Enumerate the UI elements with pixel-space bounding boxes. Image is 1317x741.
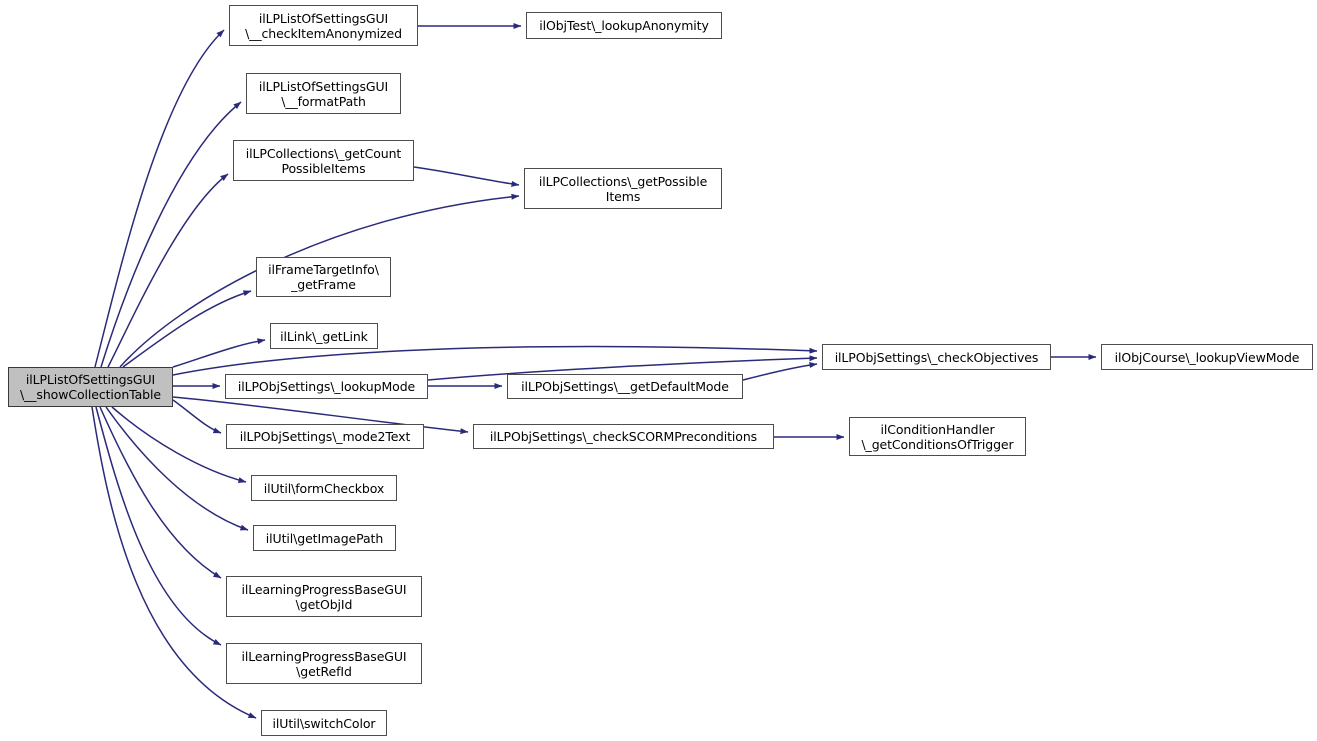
graph-node-label: ilLPObjSettings\_mode2Text <box>239 429 411 444</box>
call-edge <box>122 290 252 368</box>
graph-node-label: ilFrameTargetInfo\ _getFrame <box>268 262 379 292</box>
graph-node-check_item_anonymized[interactable]: ilLPListOfSettingsGUI \__checkItemAnonym… <box>229 5 418 46</box>
call-edge <box>94 29 225 368</box>
graph-node-label: ilLPObjSettings\_checkSCORMPreconditions <box>489 429 758 444</box>
graph-node-label: ilLPListOfSettingsGUI \__formatPath <box>258 78 389 109</box>
graph-node-check_objectives[interactable]: ilLPObjSettings\_checkObjectives <box>822 344 1051 370</box>
graph-node-label: ilLPObjSettings\__getDefaultMode <box>521 379 729 394</box>
graph-node-label: ilLearningProgressBaseGUI \getRefId <box>241 648 407 679</box>
graph-node-get_conditions_of_trigger[interactable]: ilConditionHandler \_getConditionsOfTrig… <box>849 417 1026 456</box>
graph-node-get_image_path[interactable]: ilUtil\getImagePath <box>253 525 396 551</box>
graph-node-get_default_mode[interactable]: ilLPObjSettings\__getDefaultMode <box>507 374 743 399</box>
graph-node-mode2text[interactable]: ilLPObjSettings\_mode2Text <box>226 424 424 449</box>
graph-node-lookup_view_mode[interactable]: ilObjCourse\_lookupViewMode <box>1101 344 1313 370</box>
graph-node-label: ilUtil\formCheckbox <box>263 480 385 496</box>
graph-node-label: ilLPCollections\_getCount PossibleItems <box>245 145 402 176</box>
graph-node-check_scorm_preconditions[interactable]: ilLPObjSettings\_checkSCORMPreconditions <box>473 424 774 449</box>
graph-node-label: ilObjTest\_lookupAnonymity <box>539 18 709 33</box>
graph-node-get_count_possible_items[interactable]: ilLPCollections\_getCount PossibleItems <box>233 140 414 181</box>
graph-node-lookup_mode[interactable]: ilLPObjSettings\_lookupMode <box>225 374 428 399</box>
graph-node-switch_color[interactable]: ilUtil\switchColor <box>261 710 387 736</box>
graph-node-label: ilObjCourse\_lookupViewMode <box>1114 349 1300 365</box>
graph-node-label: ilLearningProgressBaseGUI \getObjId <box>241 581 407 612</box>
graph-node-label: ilLPObjSettings\_checkObjectives <box>834 349 1039 365</box>
graph-node-label: ilLPListOfSettingsGUI \__showCollectionT… <box>20 372 161 402</box>
graph-node-label: ilUtil\switchColor <box>272 715 376 731</box>
call-edge <box>742 362 818 381</box>
call-edge <box>413 166 520 187</box>
call-edge <box>107 173 229 368</box>
graph-node-label: ilUtil\getImagePath <box>265 530 384 546</box>
graph-node-get_frame[interactable]: ilFrameTargetInfo\ _getFrame <box>256 257 391 297</box>
graph-node-get_ref_id[interactable]: ilLearningProgressBaseGUI \getRefId <box>226 643 422 684</box>
graph-node-label: ilLPObjSettings\_lookupMode <box>237 379 416 394</box>
graph-node-lookup_anonymity[interactable]: ilObjTest\_lookupAnonymity <box>526 12 722 39</box>
graph-node-label: ilLink\_getLink <box>280 328 368 344</box>
call-edge <box>95 406 222 646</box>
graph-node-get_link[interactable]: ilLink\_getLink <box>270 323 378 349</box>
call-edge <box>172 399 222 434</box>
call-edge <box>172 345 818 376</box>
call-edge <box>99 406 222 579</box>
graph-node-label: ilLPCollections\_getPossible Items <box>538 173 708 204</box>
graph-node-label: ilConditionHandler \_getConditionsOfTrig… <box>861 421 1014 452</box>
graph-node-root[interactable]: ilLPListOfSettingsGUI \__showCollectionT… <box>8 367 173 407</box>
call-edge <box>100 101 242 368</box>
graph-node-format_path[interactable]: ilLPListOfSettingsGUI \__formatPath <box>246 73 401 114</box>
graph-node-get_possible_items[interactable]: ilLPCollections\_getPossible Items <box>524 168 722 209</box>
call-edge <box>172 338 266 368</box>
graph-node-get_obj_id[interactable]: ilLearningProgressBaseGUI \getObjId <box>226 576 422 617</box>
graph-node-label: ilLPListOfSettingsGUI \__checkItemAnonym… <box>245 10 402 41</box>
graph-node-form_checkbox[interactable]: ilUtil\formCheckbox <box>251 475 397 501</box>
